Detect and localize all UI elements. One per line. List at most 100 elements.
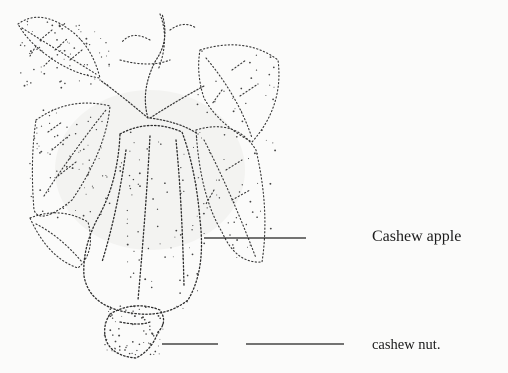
stipple-dot	[139, 344, 141, 346]
stipple-dot	[132, 324, 133, 325]
stipple-dot	[101, 56, 102, 57]
stipple-dot	[64, 59, 65, 60]
stipple-dot	[31, 196, 32, 197]
stipple-dot	[192, 254, 194, 256]
stipple-dot	[109, 308, 111, 310]
stipple-dot	[56, 170, 57, 171]
stipple-dot	[214, 101, 215, 102]
stipple-dot	[94, 31, 95, 32]
stipple-dot	[204, 233, 205, 234]
stipple-dot	[153, 354, 154, 355]
stipple-dot	[90, 83, 91, 84]
stipple-dot	[182, 258, 184, 260]
stipple-dot	[159, 353, 160, 354]
stipple-dot	[232, 244, 234, 246]
stipple-dot	[195, 130, 196, 131]
stipple-dot	[129, 151, 130, 152]
stipple-dot	[240, 88, 242, 90]
stipple-dot	[229, 234, 231, 236]
stipple-dot	[180, 167, 181, 168]
stipple-dot	[57, 217, 59, 219]
stipple-dot	[57, 54, 59, 56]
stipple-dot	[270, 228, 272, 230]
stipple-dot	[239, 191, 240, 192]
stipple-dot	[246, 224, 248, 226]
stipple-dot	[133, 273, 134, 274]
stipple-dot	[54, 177, 55, 178]
stipple-dot	[193, 147, 194, 148]
stipple-dot	[29, 53, 30, 54]
stipple-dot	[234, 202, 235, 203]
stipple-dot	[175, 230, 177, 232]
stipple-dot	[120, 305, 122, 307]
stipple-dot	[78, 152, 79, 153]
stipple-dot	[100, 38, 101, 39]
stipple-dot	[158, 315, 160, 317]
stipple-dot	[121, 316, 122, 317]
stipple-dot	[119, 349, 121, 351]
stipple-dot	[192, 225, 193, 226]
stipple-dot	[27, 21, 28, 22]
stipple-dot	[179, 292, 181, 294]
stipple-dot	[119, 166, 121, 168]
stipple-dot	[105, 198, 106, 199]
stipple-dot	[166, 191, 168, 193]
stipple-dot	[49, 115, 50, 116]
stipple-dot	[182, 179, 184, 181]
stipple-dot	[105, 175, 106, 176]
stipple-dot	[180, 234, 182, 236]
stipple-dot	[138, 184, 139, 185]
stipple-dot	[72, 167, 74, 169]
stipple-dot	[80, 31, 81, 32]
stipple-dot	[66, 166, 68, 168]
stipple-dot	[149, 329, 150, 330]
stipple-dot	[218, 179, 219, 180]
stipple-dot	[109, 66, 110, 67]
stipple-dot	[219, 197, 220, 198]
stipple-dot	[49, 123, 50, 124]
stipple-dot	[105, 42, 106, 43]
stipple-dot	[60, 87, 62, 89]
stipple-dot	[256, 55, 257, 56]
stipple-dot	[257, 153, 258, 154]
stipple-dot	[129, 175, 130, 176]
stipple-dot	[242, 184, 243, 185]
stipple-dot	[115, 341, 117, 343]
stipple-dot	[203, 243, 205, 245]
stipple-dot	[66, 127, 67, 128]
stipple-dot	[36, 143, 37, 144]
stipple-dot	[59, 24, 61, 26]
stipple-dot	[261, 129, 263, 131]
stipple-dot	[66, 137, 68, 139]
stipple-dot	[249, 62, 251, 64]
stipple-dot	[109, 202, 111, 204]
stipple-dot	[160, 243, 161, 244]
stipple-dot	[196, 273, 198, 275]
stipple-dot	[106, 339, 107, 340]
stipple-dot	[79, 169, 80, 170]
stipple-dot	[139, 172, 141, 174]
stipple-dot	[144, 278, 146, 280]
stipple-dot	[127, 223, 128, 224]
stipple-dot	[256, 216, 258, 218]
stipple-dot	[206, 112, 208, 114]
stipple-dot	[134, 306, 135, 307]
stipple-dot	[149, 325, 150, 326]
stipple-dot	[198, 177, 199, 178]
stipple-dot	[125, 310, 126, 311]
stipple-dot	[63, 208, 64, 209]
stipple-dot	[151, 332, 153, 334]
stipple-dot	[36, 127, 37, 128]
stipple-dot	[83, 215, 85, 217]
stipple-dot	[269, 85, 270, 86]
stipple-dot	[250, 77, 252, 79]
stipple-dot	[96, 129, 97, 130]
stipple-dot	[47, 152, 48, 153]
stipple-dot	[92, 186, 93, 187]
stipple-dot	[187, 301, 188, 302]
stipple-dot	[265, 95, 266, 96]
stipple-dot	[47, 21, 49, 23]
stipple-dot	[107, 349, 108, 350]
